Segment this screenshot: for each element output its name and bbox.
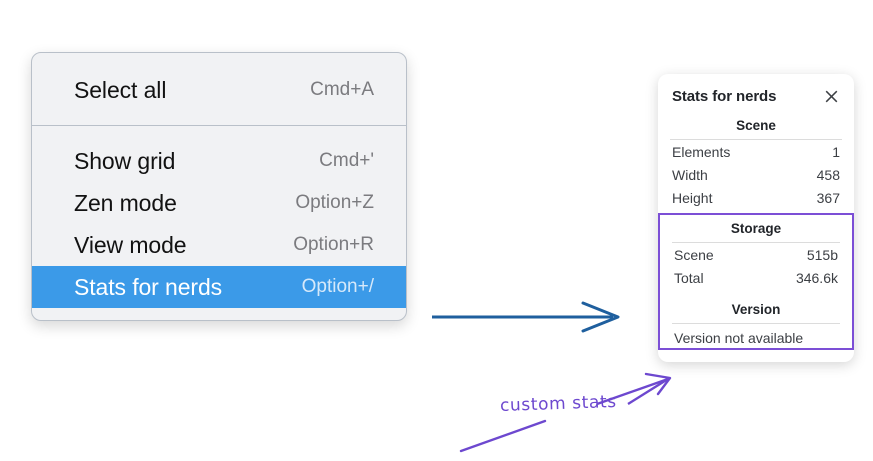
scene-section-rule	[670, 139, 842, 140]
stat-row: Scene 515b	[660, 243, 852, 266]
custom-stats-annotation: custom stats	[499, 391, 617, 417]
menu-item-show-grid[interactable]: Show grid Cmd+'	[32, 140, 406, 182]
context-menu-group-1: Select all Cmd+A	[32, 53, 406, 125]
storage-stats-list: Scene 515b Total 346.6k	[660, 243, 852, 289]
stat-label: Width	[672, 167, 708, 183]
storage-section-rule	[672, 242, 840, 243]
context-menu: Select all Cmd+A Show grid Cmd+' Zen mod…	[31, 52, 407, 321]
stat-row: Elements 1	[658, 140, 854, 163]
stat-row: Total 346.6k	[660, 266, 852, 289]
menu-item-shortcut: Cmd+A	[310, 79, 374, 100]
close-icon[interactable]	[823, 88, 840, 105]
purple-underline-stroke	[459, 419, 547, 453]
stat-value: 1	[832, 144, 840, 160]
version-text: Version not available	[674, 330, 804, 346]
stat-value: 458	[816, 167, 840, 183]
menu-item-zen-mode[interactable]: Zen mode Option+Z	[32, 182, 406, 224]
stat-value: 346.6k	[795, 270, 838, 286]
menu-item-shortcut: Option+Z	[295, 192, 374, 213]
stats-for-nerds-panel: Stats for nerds Scene Elements 1 Width 4…	[658, 74, 854, 362]
menu-item-shortcut: Cmd+'	[319, 150, 374, 171]
stat-value: 367	[816, 190, 840, 206]
version-section-heading: Version	[731, 302, 781, 317]
stat-row: Width 458	[658, 163, 854, 186]
stat-label: Elements	[672, 144, 731, 160]
blue-arrow	[432, 301, 620, 333]
stat-label: Total	[674, 270, 704, 286]
menu-item-label: Select all	[74, 76, 167, 103]
menu-item-label: Stats for nerds	[74, 273, 223, 300]
stat-value: 515b	[806, 247, 838, 263]
stat-label: Scene	[674, 247, 714, 263]
custom-stats-highlight-box: Storage Scene 515b Total 346.6k Version …	[658, 213, 854, 350]
panel-header: Stats for nerds	[658, 86, 854, 105]
menu-item-label: Zen mode	[74, 189, 177, 216]
menu-item-shortcut: Option+R	[293, 234, 374, 255]
version-section-rule	[672, 323, 840, 324]
panel-title: Stats for nerds	[672, 88, 777, 105]
scene-section-heading: Scene	[736, 118, 776, 133]
menu-divider	[32, 125, 406, 126]
storage-section-heading: Storage	[730, 221, 782, 236]
menu-item-view-mode[interactable]: View mode Option+R	[32, 224, 406, 266]
stat-label: Height	[672, 190, 713, 206]
menu-item-stats-for-nerds[interactable]: Stats for nerds Option+/	[32, 266, 406, 308]
stat-row: Height 367	[658, 186, 854, 209]
menu-item-label: Show grid	[74, 147, 176, 174]
context-menu-group-2: Show grid Cmd+' Zen mode Option+Z View m…	[32, 126, 406, 320]
scene-stats-list: Elements 1 Width 458 Height 367	[658, 140, 854, 209]
menu-item-label: View mode	[74, 231, 187, 258]
menu-item-shortcut: Option+/	[301, 276, 374, 297]
menu-item-select-all[interactable]: Select all Cmd+A	[32, 69, 406, 111]
